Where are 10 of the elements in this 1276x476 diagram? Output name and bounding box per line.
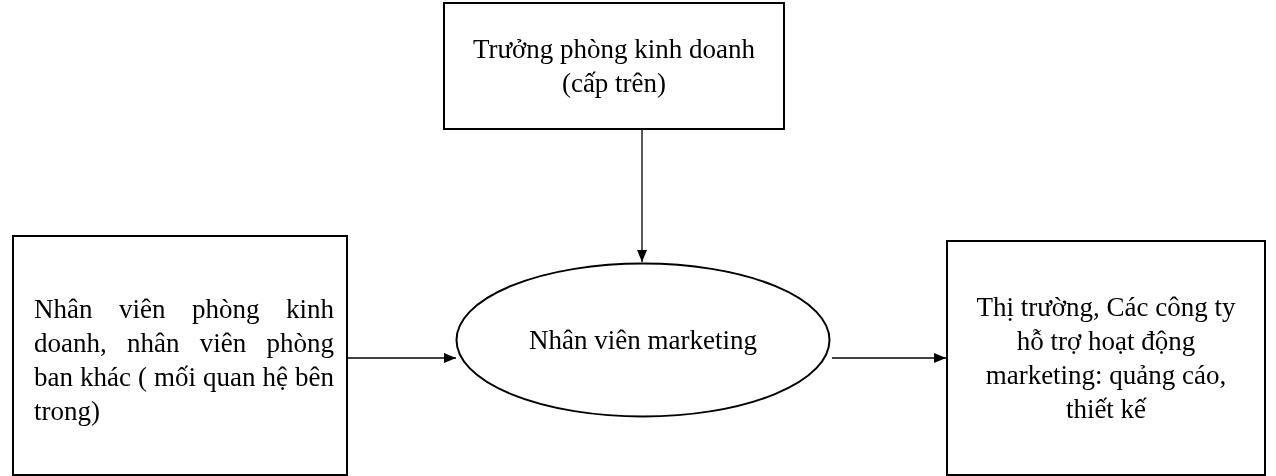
arrow [347, 353, 457, 363]
process-box [12, 235, 348, 476]
arrow [637, 129, 647, 263]
process-box [443, 2, 785, 130]
arrow [831, 353, 947, 363]
process-box [946, 240, 1266, 476]
node-text: Nhân viên marketing [529, 324, 757, 357]
node-text: Thị trường, Các công ty hỗ trợ hoạt động marketing: quảng cáo, thiết kế [975, 291, 1237, 426]
node-text: Nhân viên phòng kinh doanh, nhân viên phòng ban khác ( mối quan hệ bên trong) [34, 292, 334, 428]
node-text: Trưởng phòng kinh doanh (cấp trên) [471, 33, 757, 100]
